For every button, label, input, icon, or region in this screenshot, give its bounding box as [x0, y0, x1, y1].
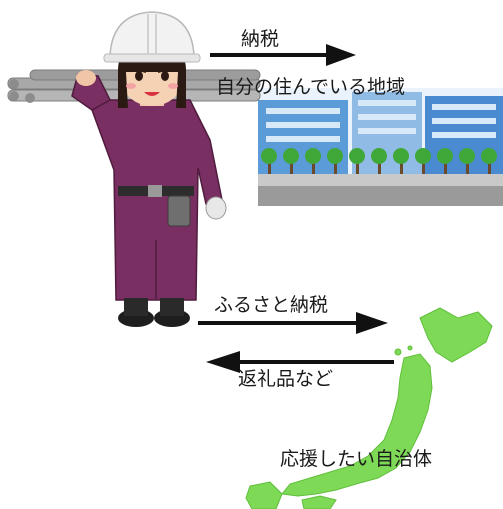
- tax-label: 納税: [241, 28, 280, 50]
- return-gifts-label: 返礼品など: [238, 368, 334, 390]
- worker-taxpayer-image: [7, 11, 261, 327]
- town-buildings-image: [258, 88, 503, 206]
- japan-map-image: [245, 307, 493, 509]
- local-area-label: 自分の住んでいる地域: [216, 76, 406, 98]
- street-trees: [261, 148, 497, 174]
- support-municipality-label: 応援したい自治体: [280, 448, 433, 470]
- furusato-arrow-right: [198, 312, 388, 334]
- return-gifts-arrow-left: [206, 351, 394, 373]
- tax-arrow-right: [210, 44, 356, 66]
- furusato-tax-label: ふるさと納税: [214, 294, 329, 316]
